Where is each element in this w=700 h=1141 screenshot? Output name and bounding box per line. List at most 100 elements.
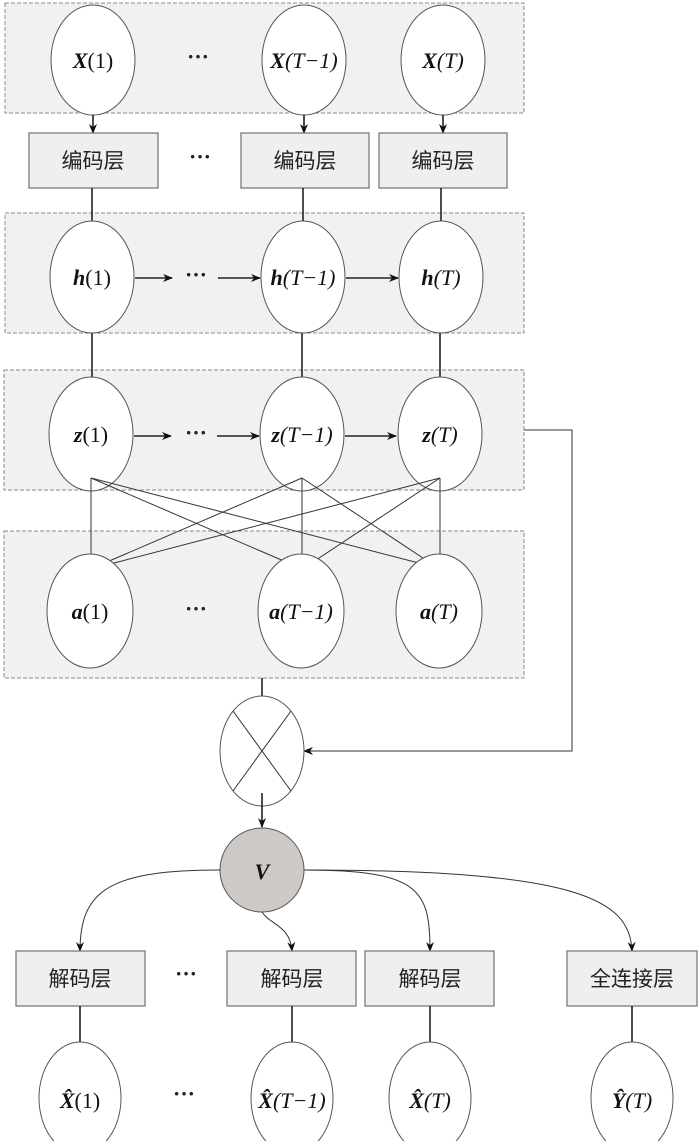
encoder-box-1: 编码层 [28,132,159,189]
decoder-box-1: 解码层 [15,950,146,1007]
svg-text:X(1): X(1) [72,48,113,73]
attention-node-T: a(T) [395,553,483,669]
hidden-idx: (T) [434,265,461,290]
edge [301,477,439,569]
output-node-T: X̂(T) [388,1041,472,1141]
input-idx: (T) [437,48,464,73]
hidden-var: h [421,265,433,290]
latent-node-T: z(T) [397,376,483,492]
output-var: X̂ [257,1088,274,1113]
ellipsis: ··· [189,144,211,169]
hidden-var: h [73,265,85,290]
edge [303,869,636,952]
output-node-y: Ŷ(T) [590,1041,674,1141]
decoder-label: 解码层 [261,967,324,991]
attention-node-T-1: a(T−1) [257,553,345,669]
edge [94,477,441,570]
fc-label: 全连接层 [590,967,674,991]
input-var: X [72,48,89,73]
ellipsis: ··· [185,420,207,445]
decoder-box-T: 解码层 [364,950,495,1007]
output-idx: (T) [424,1088,451,1113]
edge [90,477,439,570]
svg-text:Ŷ(T): Ŷ(T) [612,1088,652,1113]
attention-idx: (T) [431,599,458,624]
edge [76,869,221,952]
svg-text:z(T−1): z(T−1) [270,422,332,447]
edge [92,477,303,569]
edge [303,869,434,952]
edge [90,477,301,569]
svg-text:X̂(T−1): X̂(T−1) [257,1088,325,1113]
attention-idx: (T−1) [280,599,333,624]
context-var: V [255,859,272,884]
output-var: X̂ [408,1088,425,1113]
input-idx: (1) [88,48,114,73]
encoder-label: 编码层 [274,149,337,173]
encoder-label: 编码层 [62,149,125,173]
attention-var: a [269,599,280,624]
input-node-T: X(T) [400,4,486,116]
hidden-node-T-1: h(T−1) [260,220,346,334]
latent-var: z [421,422,431,447]
attention-node-1: a(1) [46,553,134,669]
ellipsis: ··· [175,961,197,986]
edge [261,911,296,952]
input-node-1: X(1) [50,4,136,116]
hidden-var: h [271,265,283,290]
attention-edges [87,477,444,570]
svg-text:a(1): a(1) [72,599,109,624]
hidden-node-1: h(1) [49,220,135,334]
attention-var: a [420,599,431,624]
ellipsis: ··· [185,596,207,621]
hidden-idx: (1) [85,265,111,290]
latent-var: z [270,422,280,447]
edge [303,477,441,569]
multiply-node [219,695,305,807]
latent-var: z [73,422,83,447]
output-node-1: X̂(1) [38,1041,122,1141]
output-node-T-1: X̂(T−1) [250,1041,334,1141]
encoder-label: 编码层 [412,149,475,173]
input-node-T-1: X(T−1) [261,4,347,116]
decoder-box-T-1: 解码层 [226,950,357,1007]
svg-text:a(T): a(T) [420,599,458,624]
decoder-edges [76,869,636,952]
fc-box: 全连接层 [566,950,698,1007]
svg-text:z(T): z(T) [421,422,457,447]
output-var: Ŷ [612,1088,628,1113]
output-idx: (T) [625,1088,652,1113]
input-var: X [269,48,286,73]
decoder-label: 解码层 [399,967,462,991]
encoder-box-T-1: 编码层 [240,132,370,189]
ellipsis: ··· [173,1081,195,1106]
attention-var: a [72,599,83,624]
svg-text:h(T): h(T) [421,265,460,290]
hidden-node-T: h(T) [398,220,484,334]
latent-node-1: z(1) [48,376,134,492]
svg-text:h(1): h(1) [73,265,111,290]
svg-text:X(T): X(T) [421,48,464,73]
svg-text:X(T−1): X(T−1) [269,48,337,73]
output-idx: (T−1) [273,1088,326,1113]
ellipsis: ··· [185,262,207,287]
output-idx: (1) [75,1088,101,1113]
svg-text:X̂(1): X̂(1) [59,1088,100,1113]
decoder-label: 解码层 [49,967,112,991]
hidden-idx: (T−1) [283,265,336,290]
svg-text:z(1): z(1) [73,422,108,447]
input-var: X [421,48,438,73]
svg-text:X̂(T): X̂(T) [408,1088,451,1113]
ellipsis: ··· [187,44,209,69]
input-idx: (T−1) [285,48,338,73]
encoder-box-T: 编码层 [378,132,508,189]
latent-idx: (1) [82,422,108,447]
context-node-v: V [219,827,305,913]
latent-node-T-1: z(T−1) [259,376,345,492]
skip-connection [303,429,573,755]
latent-idx: (T) [431,422,458,447]
attention-idx: (1) [83,599,109,624]
svg-text:h(T−1): h(T−1) [271,265,336,290]
latent-idx: (T−1) [280,422,333,447]
